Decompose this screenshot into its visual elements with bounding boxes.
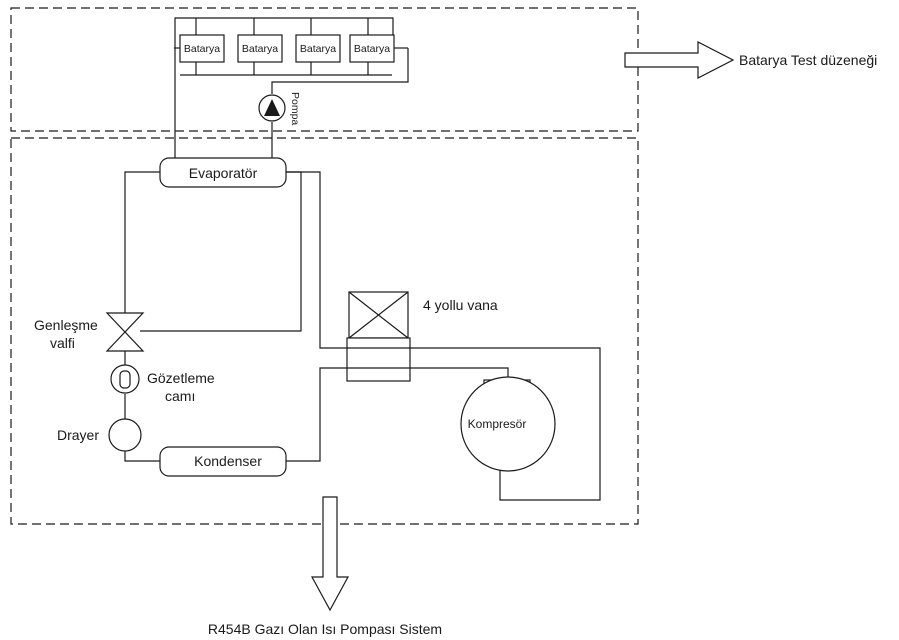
evaporator-label: Evaporatör bbox=[189, 165, 258, 181]
battery-2: Batarya bbox=[237, 34, 283, 63]
condenser-label: Kondenser bbox=[194, 453, 262, 469]
battery-3-label: Batarya bbox=[300, 43, 336, 55]
system-label: R454B Gazı Olan Isı Pompası Sistem bbox=[208, 621, 442, 637]
battery-2-label: Batarya bbox=[242, 43, 278, 55]
dryer-label: Drayer bbox=[57, 427, 99, 443]
pump-label: Pompa bbox=[289, 92, 301, 125]
compressor-icon bbox=[460, 376, 556, 472]
evaporator: Evaporatör bbox=[159, 157, 287, 188]
sight-glass-label-line1: Gözetleme bbox=[147, 370, 215, 386]
battery-loop-piping bbox=[174, 17, 409, 160]
condenser: Kondenser bbox=[159, 446, 287, 477]
sight-glass-icon bbox=[110, 364, 140, 394]
battery-test-region bbox=[10, 7, 639, 132]
expansion-valve-label-line1: Genleşme bbox=[34, 317, 98, 333]
system-arrow-icon bbox=[310, 496, 350, 612]
battery-4: Batarya bbox=[349, 34, 395, 63]
expansion-valve-label-line2: valfi bbox=[50, 335, 75, 351]
sight-glass-label-line2: camı bbox=[165, 388, 195, 404]
battery-4-label: Batarya bbox=[354, 43, 390, 55]
refrigerant-piping bbox=[124, 171, 601, 501]
battery-test-label: Batarya Test düzeneği bbox=[739, 52, 877, 68]
battery-3: Batarya bbox=[295, 34, 341, 63]
battery-1-label: Batarya bbox=[184, 43, 220, 55]
dryer-icon bbox=[108, 418, 142, 452]
compressor-label: Kompresör bbox=[468, 417, 527, 431]
battery-test-arrow-icon bbox=[624, 41, 735, 79]
four-way-valve-label: 4 yollu vana bbox=[423, 297, 498, 313]
four-way-valve-icon bbox=[346, 291, 411, 382]
battery-1: Batarya bbox=[179, 34, 225, 63]
heat-pump-region bbox=[10, 137, 639, 525]
pump-icon bbox=[258, 94, 286, 122]
expansion-valve-icon bbox=[105, 312, 145, 352]
